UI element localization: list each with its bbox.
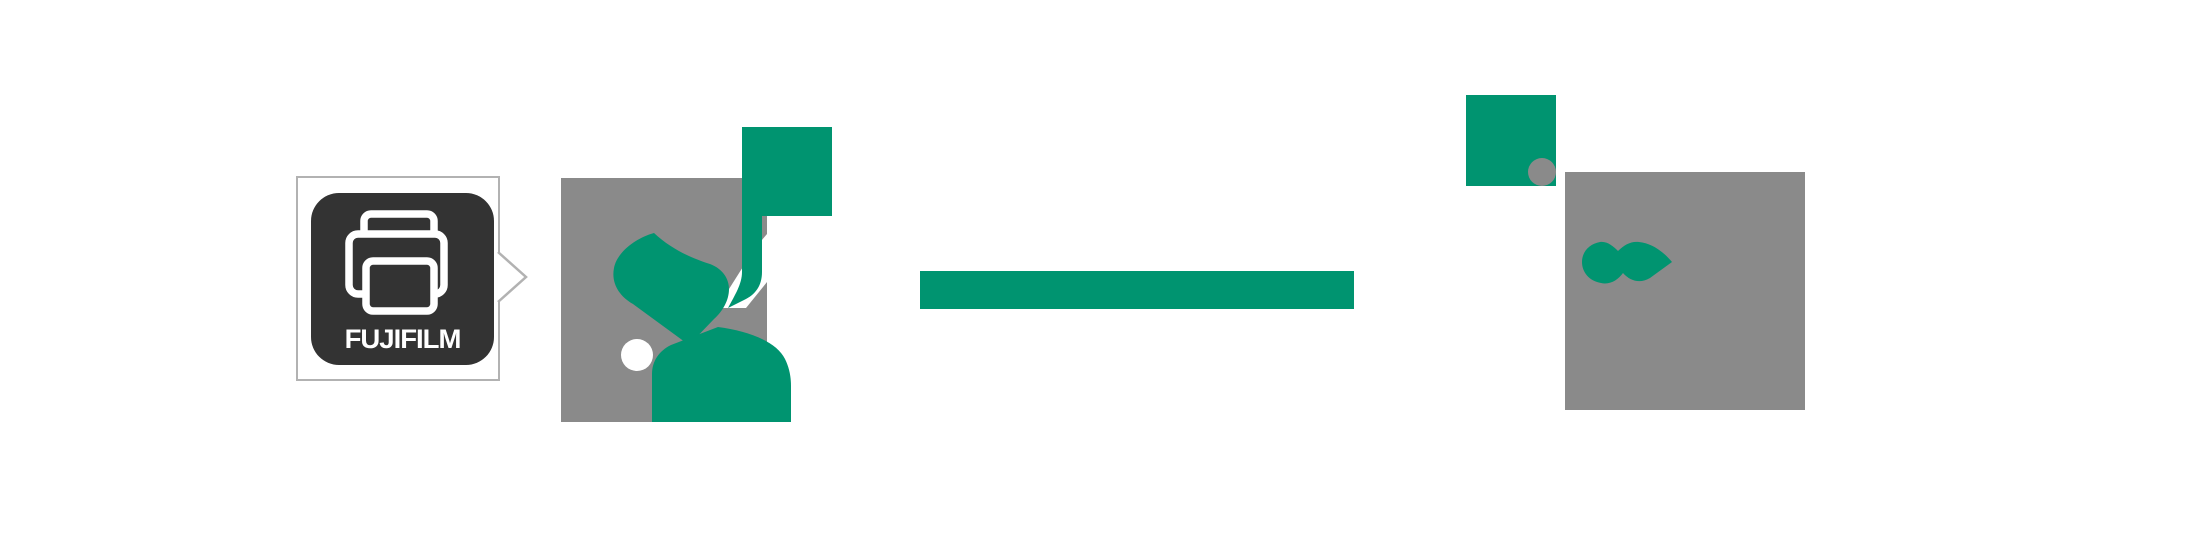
green-corner-square [742,127,832,216]
brand-label: FUJIFILM [344,324,462,354]
green-blob-mark [1582,241,1672,284]
white-curl-notch [621,339,653,371]
gray-dot [1528,158,1556,186]
tail-border [497,251,528,303]
tail-fill [498,252,526,302]
green-strip [728,210,762,308]
connection-bar [920,271,1354,309]
printer-device-illustration [1466,95,1805,410]
speech-bubble-tail [497,251,528,303]
gray-device-rect [1565,172,1805,410]
fujifilm-app-badge: FUJIFILM [311,193,494,365]
green-ribbon-leaf [613,233,729,345]
hand-holding-phone-illustration [561,127,832,422]
printer-output-paper [362,257,438,315]
speech-bubble: FUJIFILM [296,176,500,381]
green-bottom-mass [652,327,791,422]
printer-icon [345,210,448,315]
